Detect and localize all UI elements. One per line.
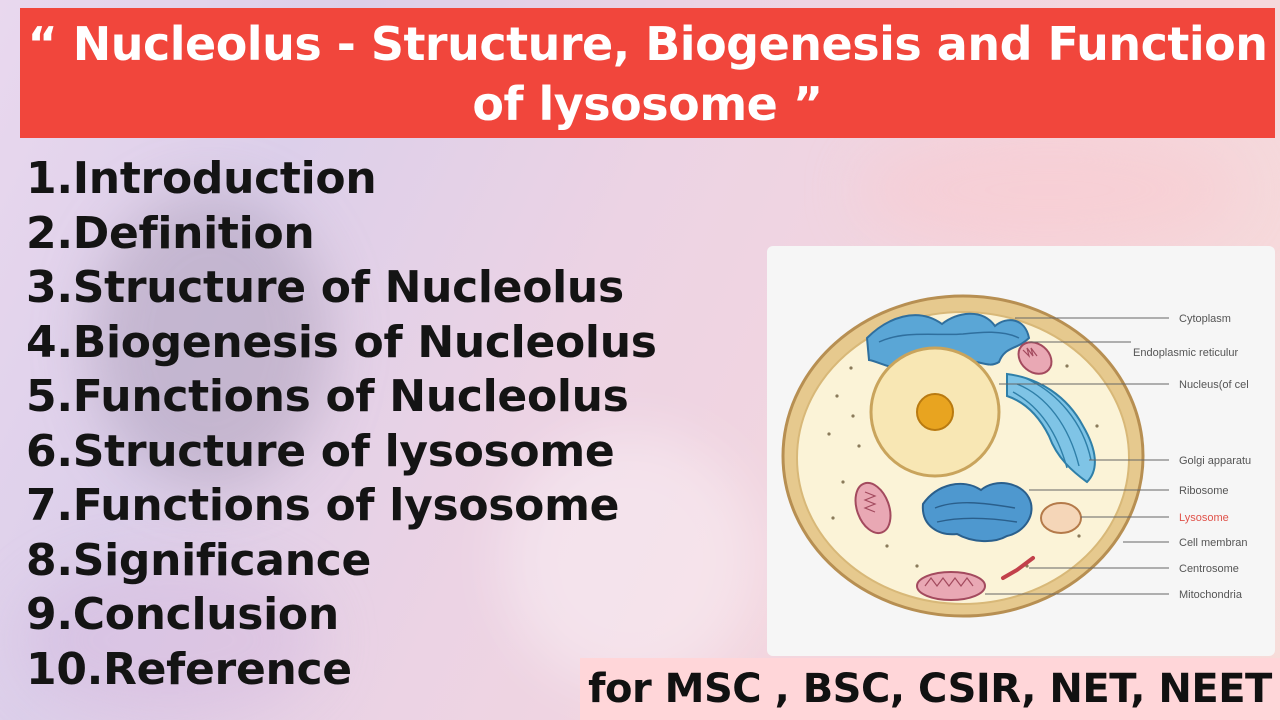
rough-endoplasmic-reticulum (921, 482, 1033, 542)
centrosome (1001, 556, 1035, 580)
title-line-2: of lysosome ” (472, 77, 823, 131)
lysosome (1040, 502, 1082, 534)
label-mitochondria: Mitochondria (1179, 589, 1243, 601)
background-blur (860, 130, 1240, 250)
label-nucleus: Nucleus(of cel (1179, 379, 1249, 391)
topic-item: 3.Structure of Nucleolus (26, 262, 624, 313)
label-centrosome: Centrosome (1179, 563, 1239, 575)
label-lysosome: Lysosome (1179, 512, 1229, 524)
topic-item: 4.Biogenesis of Nucleolus (26, 316, 657, 368)
topic-item: 7.Functions of lysosome (26, 480, 620, 531)
label-cell-membrane: Cell membran (1179, 537, 1247, 549)
audience-banner: for MSC , BSC, CSIR, NET, NEET (580, 658, 1280, 720)
topic-item: 9.Conclusion (26, 589, 339, 640)
topic-item: 2.Definition (26, 207, 315, 259)
cell-diagram-svg: Cytoplasm Endoplasmic reticulur Nucleus(… (781, 294, 1251, 618)
title-line-1: “ Nucleolus - Structure, Biogenesis and … (27, 17, 1268, 71)
background-blur (90, 190, 330, 490)
topic-item: 5.Functions of Nucleolus (26, 371, 629, 422)
title-banner: “ Nucleolus - Structure, Biogenesis and … (20, 8, 1275, 138)
mitochondria (854, 341, 1053, 601)
background-blur (500, 430, 760, 690)
topic-item: 8.Significance (26, 534, 372, 586)
topic-list: 1.Introduction 2.Definition 3.Structure … (26, 152, 657, 697)
cell-diagram: Cytoplasm Endoplasmic reticulur Nucleus(… (767, 246, 1275, 656)
label-endoplasmic-reticulum: Endoplasmic reticulur (1133, 347, 1238, 359)
leader-lines (985, 317, 1169, 595)
topic-item: 1.Introduction (26, 153, 377, 204)
label-ribosome: Ribosome (1179, 485, 1229, 497)
label-cytoplasm: Cytoplasm (1179, 313, 1231, 325)
label-golgi-apparatus: Golgi apparatu (1179, 455, 1251, 467)
topic-item: 6.Structure of lysosome (26, 425, 615, 477)
background-blur (20, 560, 320, 720)
nucleolus (916, 393, 954, 431)
topic-item: 10.Reference (26, 643, 352, 695)
